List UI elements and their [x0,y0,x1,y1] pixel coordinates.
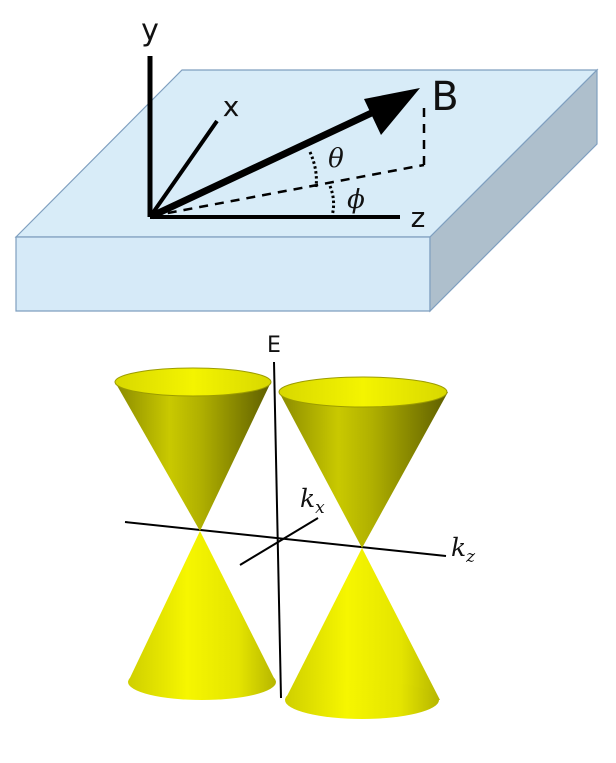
kx-label-subscript: x [315,498,325,518]
b-vector-label: B [431,74,458,120]
b-vector-shaft [150,105,382,220]
phi-label: ϕ [347,185,365,215]
energy-axis-label: E [267,333,281,358]
kx-label-main: k [300,484,315,513]
kx-axis-label: kx [300,484,325,518]
slab [14,68,599,313]
y-axis-label: y [141,13,159,48]
x-axis-line [148,119,219,219]
slab-front-face [15,236,431,312]
kx-axis-line [239,517,319,566]
b-projection-line [151,163,425,218]
angle-markers: θ ϕ [308,144,365,217]
slab-side-face [429,68,598,313]
band-diagram: E kx kz [114,333,476,719]
right-lower-cone [285,548,440,719]
kz-axis-line [124,521,447,557]
coordinate-axes: y x z [141,13,425,234]
kz-axis-label: kz [451,533,476,567]
b-vector-arrowhead [364,88,420,135]
theta-label: θ [328,144,344,174]
kz-label-main: k [451,533,466,562]
x-axis-label: x [223,90,240,123]
left-upper-cone [114,367,272,531]
z-axis-label: z [411,201,426,234]
energy-axis-line [273,361,282,699]
field-vector: B [150,74,459,220]
phi-arc [328,185,336,217]
left-lower-cone [128,531,276,700]
kz-label-subscript: z [465,547,476,567]
right-upper-cone [278,376,448,548]
